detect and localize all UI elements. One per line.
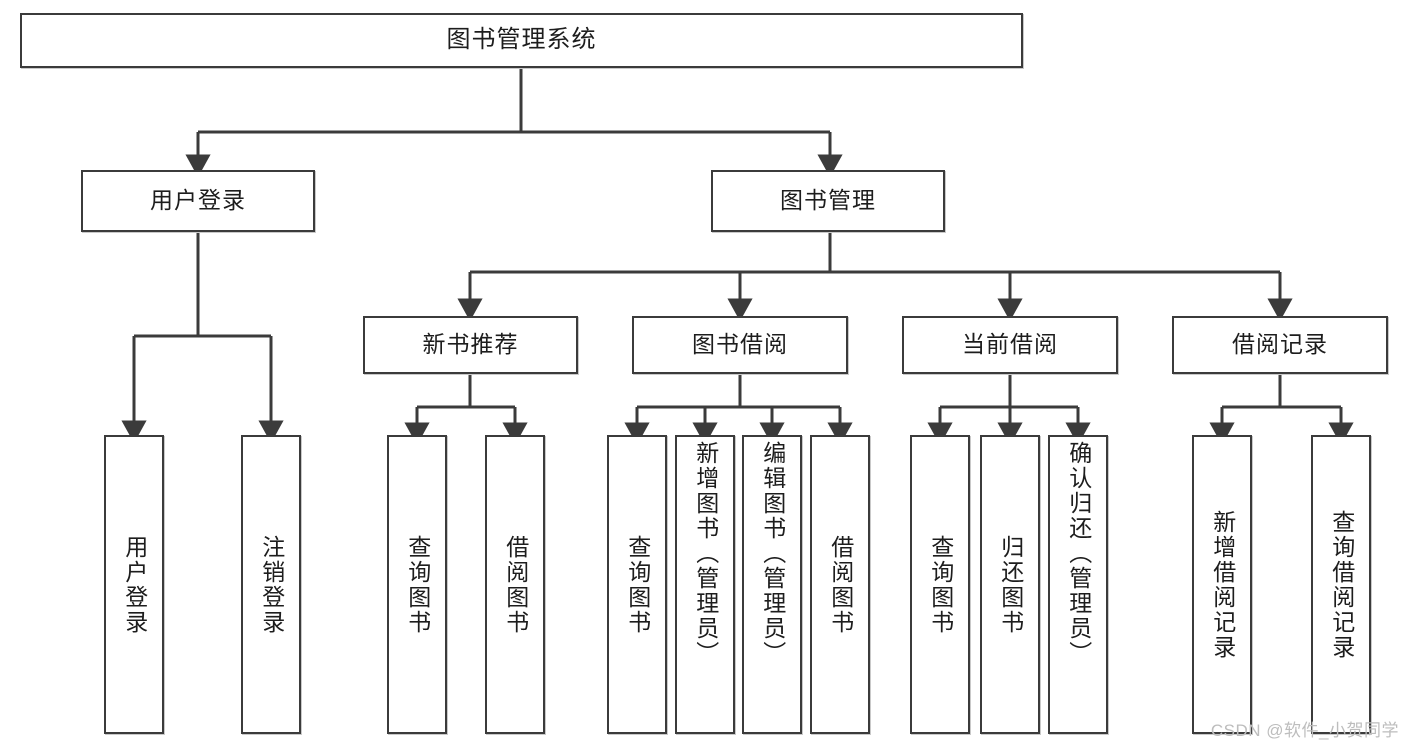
- leaf-recommend-borrow-book[interactable]: 借阅图书: [485, 435, 545, 734]
- node-book-management[interactable]: 图书管理: [711, 170, 945, 232]
- leaf-borrow-add-book-admin[interactable]: 新增图书（管理员）: [675, 435, 735, 734]
- leaf-record-add-record[interactable]: 新增借阅记录: [1192, 435, 1252, 734]
- node-current-borrow[interactable]: 当前借阅: [902, 316, 1118, 374]
- node-label: 借阅记录: [1232, 331, 1328, 358]
- node-label: 图书管理: [780, 187, 876, 214]
- edge-book-manage-to-level3: [457, 232, 1293, 322]
- node-label: 当前借阅: [962, 331, 1058, 358]
- node-label: 编辑图书（管理员）: [759, 441, 786, 666]
- leaf-borrow-borrow-book[interactable]: 借阅图书: [810, 435, 870, 734]
- node-label: 查询图书: [927, 534, 954, 635]
- node-label: 新增图书（管理员）: [692, 441, 719, 666]
- node-user-login[interactable]: 用户登录: [81, 170, 315, 232]
- leaf-borrow-query-book[interactable]: 查询图书: [607, 435, 667, 734]
- leaf-current-confirm-return-admin[interactable]: 确认归还（管理员）: [1048, 435, 1108, 734]
- leaf-user-login-signout[interactable]: 注销登录: [241, 435, 301, 734]
- edge-user-login-to-leaves: [121, 232, 284, 444]
- node-label: 图书管理系统: [446, 26, 597, 54]
- edge-root-to-level2: [185, 68, 843, 178]
- node-label: 确认归还（管理员）: [1065, 441, 1092, 666]
- node-label: 归还图书: [997, 534, 1024, 635]
- csdn-watermark: CSDN @软件_小贺同学: [1210, 721, 1399, 740]
- leaf-borrow-edit-book-admin[interactable]: 编辑图书（管理员）: [742, 435, 802, 734]
- node-new-book-recommend[interactable]: 新书推荐: [363, 316, 578, 374]
- leaf-current-return-book[interactable]: 归还图书: [980, 435, 1040, 734]
- edge-borrow-to-leaves: [624, 374, 853, 446]
- leaf-user-login-signin[interactable]: 用户登录: [104, 435, 164, 734]
- node-label: 用户登录: [121, 534, 148, 635]
- node-label: 新书推荐: [422, 331, 519, 358]
- node-label: 借阅图书: [502, 534, 529, 635]
- node-label: 借阅图书: [827, 534, 854, 635]
- node-root-system[interactable]: 图书管理系统: [20, 13, 1023, 68]
- node-label: 注销登录: [258, 534, 285, 635]
- node-label: 图书借阅: [692, 331, 788, 358]
- edge-current-to-leaves: [927, 374, 1091, 446]
- node-book-borrow[interactable]: 图书借阅: [632, 316, 848, 374]
- leaf-record-query-record[interactable]: 查询借阅记录: [1311, 435, 1371, 734]
- node-label: 查询借阅记录: [1328, 509, 1355, 660]
- leaf-recommend-query-book[interactable]: 查询图书: [387, 435, 447, 734]
- leaf-current-query-book[interactable]: 查询图书: [910, 435, 970, 734]
- node-borrow-record[interactable]: 借阅记录: [1172, 316, 1388, 374]
- edge-recommend-to-leaves: [404, 374, 528, 446]
- node-label: 新增借阅记录: [1209, 509, 1236, 660]
- node-label: 查询图书: [404, 534, 431, 635]
- edge-record-to-leaves: [1209, 374, 1354, 446]
- node-label: 用户登录: [150, 187, 246, 214]
- node-label: 查询图书: [624, 534, 651, 635]
